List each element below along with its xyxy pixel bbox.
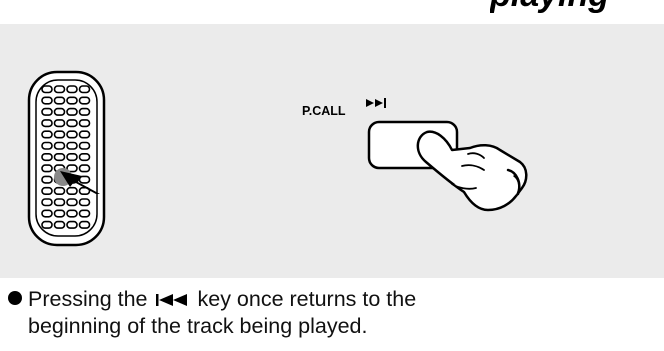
- remote-key: [66, 107, 78, 116]
- remote-key: [41, 220, 53, 229]
- remote-key: [66, 141, 78, 150]
- remote-key: [53, 107, 66, 116]
- remote-key: [53, 130, 66, 139]
- illustration: [27, 70, 528, 247]
- remote-key: [41, 164, 53, 173]
- remote-key: [78, 209, 91, 218]
- remote-key: [53, 209, 66, 218]
- remote-key: [53, 96, 66, 105]
- remote-key: [66, 85, 78, 94]
- remote-key: [78, 198, 91, 207]
- illustration-panel: P.CALL: [0, 24, 664, 278]
- remote-key: [41, 153, 53, 162]
- note-line2: beginning of the track being played.: [28, 314, 368, 338]
- remote-key: [41, 96, 53, 105]
- remote-key: [53, 153, 66, 162]
- remote-key: [53, 198, 66, 207]
- remote-key: [78, 96, 91, 105]
- note-part2: key once returns to the: [197, 287, 417, 311]
- remote-key: [78, 153, 91, 162]
- remote-key: [66, 164, 78, 173]
- skip-back-icon: [155, 294, 187, 306]
- remote-key: [53, 119, 66, 128]
- p-call-label: P.CALL: [302, 104, 346, 118]
- remote-key: [66, 119, 78, 128]
- skip-forward-icon: [366, 98, 386, 108]
- remote-key: [78, 141, 91, 150]
- remote-key: [41, 209, 53, 218]
- remote-key: [53, 220, 66, 229]
- remote-key: [78, 85, 91, 94]
- remote-key: [66, 96, 78, 105]
- remote-key: [78, 107, 91, 116]
- remote-key: [66, 130, 78, 139]
- remote-key: [78, 130, 91, 139]
- remote-key: [78, 164, 91, 173]
- instruction-note: Pressing the key once returns to the beg…: [8, 286, 658, 340]
- remote-key: [53, 141, 66, 150]
- remote-key: [41, 186, 53, 195]
- remote-key: [53, 186, 66, 195]
- arrow-pointer-icon: [54, 168, 100, 194]
- remote-key: [66, 186, 78, 195]
- remote-key: [41, 85, 53, 94]
- remote-key: [53, 85, 66, 94]
- remote-key: [78, 119, 91, 128]
- pressing-hand-icon: [416, 130, 528, 212]
- remote-control-icon: [27, 70, 106, 247]
- remote-key: [66, 220, 78, 229]
- remote-key: [66, 209, 78, 218]
- bullet-icon: [8, 291, 22, 305]
- note-part1: Pressing the: [28, 287, 148, 311]
- remote-key: [66, 198, 78, 207]
- remote-key: [41, 198, 53, 207]
- remote-key: [41, 141, 53, 150]
- remote-key: [66, 153, 78, 162]
- remote-key: [41, 107, 53, 116]
- remote-key: [41, 130, 53, 139]
- remote-key: [41, 119, 53, 128]
- remote-key: [41, 175, 53, 184]
- section-heading: playing: [490, 0, 664, 24]
- remote-key: [78, 220, 91, 229]
